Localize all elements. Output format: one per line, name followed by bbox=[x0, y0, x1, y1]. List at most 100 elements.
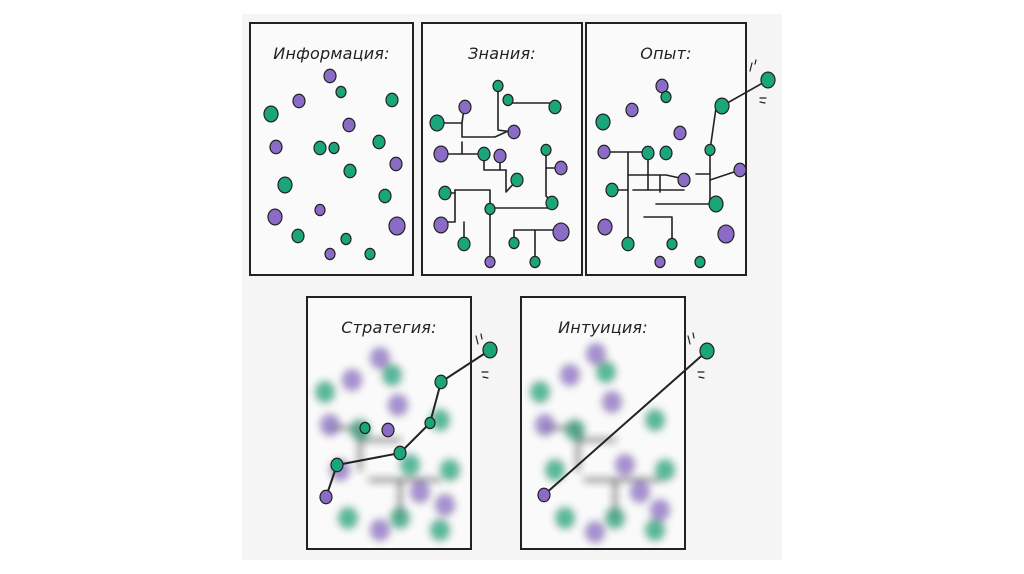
dot-strategy bbox=[330, 457, 344, 473]
connection-experience bbox=[603, 151, 629, 191]
connection-knowledge bbox=[513, 229, 536, 263]
blurred-dot-intuition bbox=[645, 409, 665, 431]
blurred-dot-intuition bbox=[565, 419, 585, 441]
blurred-dot-strategy bbox=[388, 394, 408, 416]
dot-knowledge bbox=[554, 160, 568, 176]
dot-strategy bbox=[359, 421, 371, 435]
dot-experience bbox=[673, 125, 687, 141]
dot-experience bbox=[641, 145, 655, 161]
dot-knowledge bbox=[493, 148, 507, 164]
dot-knowledge bbox=[545, 195, 559, 211]
dots bbox=[263, 68, 776, 505]
blurred-dot-strategy bbox=[315, 381, 335, 403]
blurred-background-network bbox=[315, 343, 675, 543]
dot-knowledge bbox=[484, 202, 496, 216]
dot-experience bbox=[666, 237, 678, 251]
dot-experience bbox=[655, 78, 669, 94]
dot-strategy bbox=[319, 489, 333, 505]
spark-mark bbox=[475, 335, 479, 345]
connection-knowledge bbox=[507, 102, 556, 110]
dot-information bbox=[340, 232, 352, 246]
dot-knowledge bbox=[433, 216, 449, 234]
dot-information bbox=[335, 85, 347, 99]
dot-experience bbox=[597, 144, 611, 160]
blurred-dot-strategy bbox=[410, 481, 430, 503]
blurred-dot-intuition bbox=[586, 343, 606, 365]
spark-mark bbox=[749, 62, 753, 72]
connection-experience bbox=[721, 79, 769, 107]
dot-information bbox=[269, 139, 283, 155]
dot-knowledge bbox=[508, 236, 520, 250]
panel-intuition-title: Интуиция: bbox=[558, 318, 648, 337]
blurred-dot-strategy bbox=[370, 519, 390, 541]
dot-information bbox=[343, 163, 357, 179]
blurred-dot-intuition bbox=[535, 414, 555, 436]
dot-information bbox=[364, 247, 376, 261]
blurred-dot-strategy bbox=[435, 494, 455, 516]
dot-experience bbox=[625, 102, 639, 118]
dot-strategy bbox=[393, 445, 407, 461]
dot-knowledge bbox=[507, 124, 521, 140]
blurred-dot-intuition bbox=[655, 459, 675, 481]
dot-knowledge bbox=[477, 146, 491, 162]
connection-experience bbox=[709, 107, 717, 151]
connection-experience bbox=[627, 174, 681, 179]
dot-knowledge bbox=[529, 255, 541, 269]
blurred-dot-intuition bbox=[596, 361, 616, 383]
spark-mark bbox=[687, 335, 691, 345]
blurred-dot-strategy bbox=[430, 519, 450, 541]
dot-information bbox=[324, 247, 336, 261]
dot-information bbox=[389, 156, 403, 172]
dot-knowledge bbox=[552, 222, 570, 242]
dot-experience bbox=[595, 113, 611, 131]
dot-information bbox=[263, 105, 279, 123]
dot-information bbox=[292, 93, 306, 109]
dot-experience bbox=[704, 143, 716, 157]
spark-mark bbox=[482, 376, 489, 379]
dot-information bbox=[291, 228, 305, 244]
dot-experience bbox=[733, 162, 747, 178]
panel-strategy-title: Стратегия: bbox=[341, 318, 437, 337]
dot-information bbox=[323, 68, 337, 84]
dot-knowledge bbox=[502, 93, 514, 107]
blurred-dot-intuition bbox=[602, 391, 622, 413]
dot-knowledge bbox=[429, 114, 445, 132]
dot-information bbox=[388, 216, 406, 236]
panel-knowledge-title: Знания: bbox=[468, 44, 536, 63]
blurred-dot-strategy bbox=[370, 347, 390, 369]
dot-strategy bbox=[434, 374, 448, 390]
blurred-dot-strategy bbox=[400, 454, 420, 476]
spark-mark bbox=[480, 333, 483, 340]
dot-experience bbox=[605, 182, 619, 198]
connection-knowledge bbox=[497, 87, 513, 133]
spark-mark bbox=[759, 101, 766, 104]
dot-knowledge bbox=[548, 99, 562, 115]
blurred-dot-strategy bbox=[338, 507, 358, 529]
dot-information bbox=[267, 208, 283, 226]
dot-information bbox=[328, 141, 340, 155]
dot-experience bbox=[694, 255, 706, 269]
blurred-dot-strategy bbox=[342, 369, 362, 391]
connection-knowledge bbox=[454, 189, 553, 209]
dot-information bbox=[378, 188, 392, 204]
blurred-dot-intuition bbox=[585, 521, 605, 543]
blurred-connection-intuition bbox=[543, 426, 580, 472]
dot-information bbox=[314, 203, 326, 217]
dot-experience bbox=[654, 255, 666, 269]
dot-information bbox=[372, 134, 386, 150]
dot-experience bbox=[708, 195, 724, 213]
dot-strategy bbox=[381, 422, 395, 438]
dot-information bbox=[342, 117, 356, 133]
dot-knowledge bbox=[510, 172, 524, 188]
blurred-dot-intuition bbox=[650, 499, 670, 521]
dot-knowledge bbox=[458, 99, 472, 115]
dot-knowledge bbox=[438, 185, 452, 201]
dot-knowledge bbox=[540, 143, 552, 157]
connection-knowledge bbox=[461, 122, 509, 138]
dot-information bbox=[277, 176, 293, 194]
dot-experience bbox=[660, 90, 672, 104]
blurred-dot-intuition bbox=[615, 454, 635, 476]
dot-experience bbox=[677, 172, 691, 188]
dot-intuition-start bbox=[537, 487, 551, 503]
